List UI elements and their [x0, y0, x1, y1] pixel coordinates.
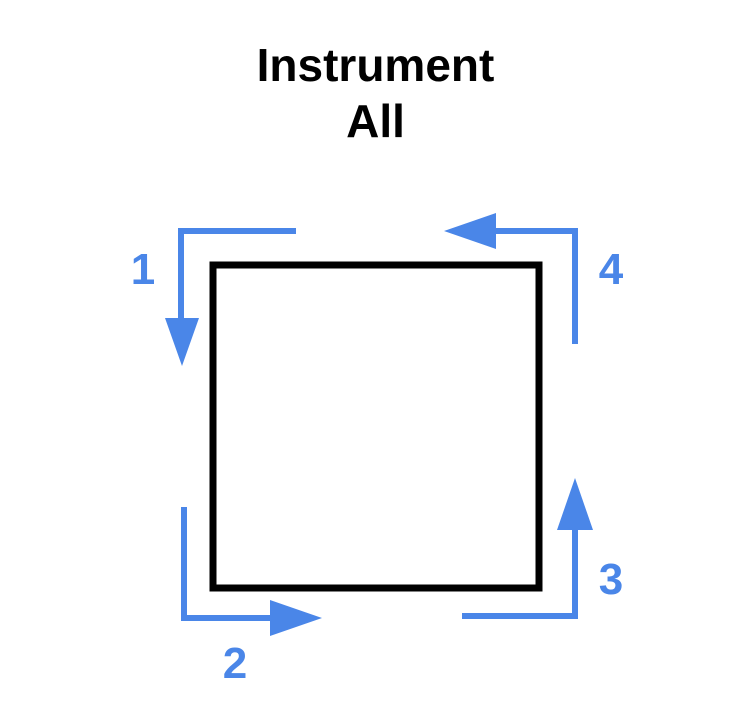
step-label-1: 1 [131, 245, 155, 294]
step-label-3: 3 [599, 555, 623, 604]
arrow-step-1-head [165, 318, 199, 366]
arrow-step-1-shaft [178, 228, 296, 320]
arrow-step-2-shaft [181, 507, 272, 621]
arrow-step-3-head [557, 478, 593, 530]
diagram-title-line-2: All [346, 95, 405, 147]
arrow-step-4-head [444, 213, 496, 249]
instrument-square [209, 261, 543, 592]
arrow-step-4 [444, 213, 578, 344]
arrow-step-3 [462, 478, 593, 619]
step-label-2: 2 [223, 639, 247, 688]
diagram-title-line-1: Instrument [256, 39, 495, 91]
arrow-step-2 [181, 507, 322, 636]
step-label-4: 4 [599, 245, 624, 294]
arrow-step-1 [165, 228, 296, 366]
arrow-step-4-shaft [494, 228, 578, 344]
arrow-step-2-head [270, 600, 322, 636]
arrow-step-3-shaft [462, 528, 578, 619]
